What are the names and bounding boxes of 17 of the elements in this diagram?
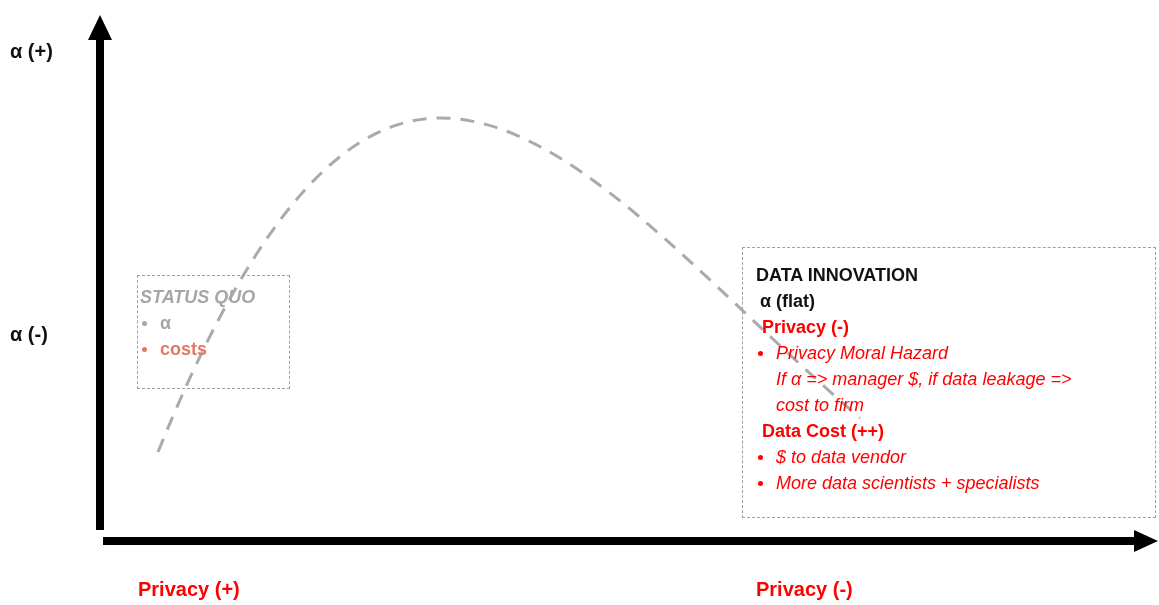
subheading: α (flat) (760, 291, 816, 311)
bullet-item: costs (160, 339, 208, 359)
axis-label: α (+) (10, 40, 53, 63)
box-heading: DATA INNOVATION (756, 265, 918, 285)
axis-label: Privacy (+) (138, 578, 240, 601)
bullet-item: α (160, 313, 172, 333)
text-box (742, 247, 1156, 518)
status-heading: STATUS QUO (140, 287, 256, 307)
text-box (137, 275, 290, 389)
axis-label: Privacy (-) (756, 578, 853, 601)
subheading: Privacy (-) (762, 317, 850, 337)
bullet-item: More data scientists + specialists (776, 473, 1040, 493)
axis-label: α (-) (10, 323, 48, 346)
bullet-item: $ to data vendor (776, 447, 907, 467)
subheading: Data Cost (++) (762, 421, 885, 441)
note-text: If α => manager $, if data leakage => cost to firm (776, 368, 1073, 417)
bullet-item: Privacy Moral Hazard (776, 343, 949, 363)
